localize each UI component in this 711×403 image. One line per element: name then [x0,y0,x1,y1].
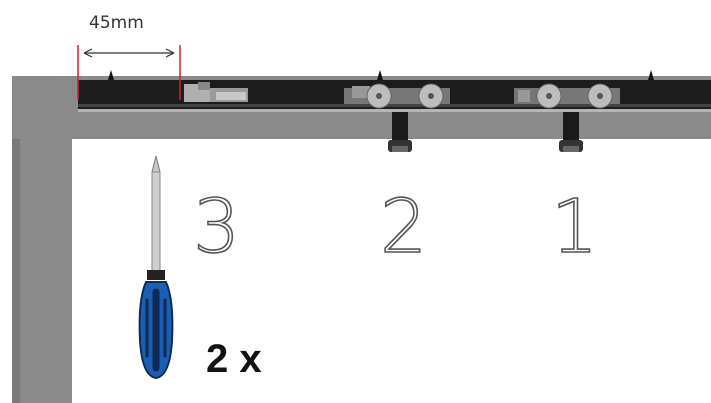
dimension-marker: 45mm [77,13,181,100]
step-label-1: 1 [551,184,598,270]
fixing-screw-icon [108,70,654,80]
screwdriver-icon [138,155,174,380]
frame-jamb [12,139,72,403]
stopper-icon [184,82,248,102]
step-label-3: 3 [193,184,240,270]
roller-carriage-icon [344,83,450,152]
frame-jamb-shade [12,139,20,403]
door-frame [12,76,711,403]
quantity-label: 2 x [206,337,262,381]
step-label-2: 2 [380,184,427,270]
dimension-label: 45mm [89,13,144,33]
roller-carriage-icon [514,83,620,152]
